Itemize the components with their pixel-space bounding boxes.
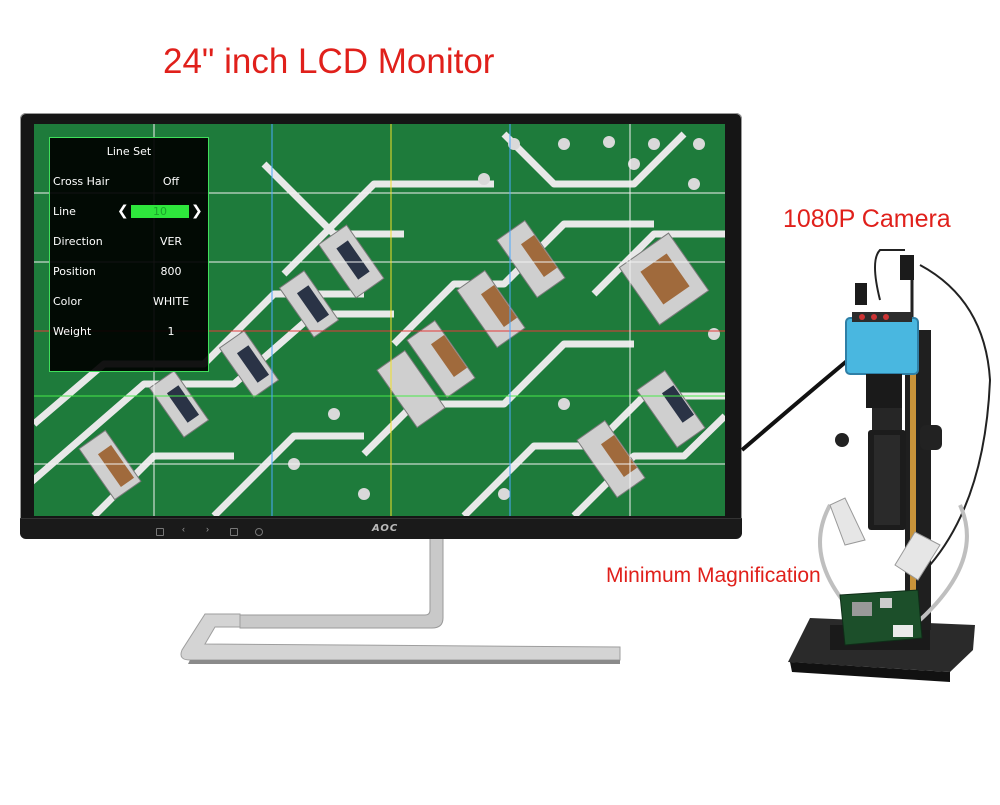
osd-label: Weight: [53, 325, 92, 338]
monitor-right-button[interactable]: ›: [206, 524, 209, 534]
monitor-menu-button[interactable]: [230, 528, 238, 536]
monitor-left-button[interactable]: ‹: [182, 524, 185, 534]
monitor-input-button[interactable]: [156, 528, 164, 536]
osd-value: 1: [167, 325, 175, 338]
osd-value: 800: [160, 265, 182, 278]
osd-label: Direction: [53, 235, 103, 248]
osd-value: VER: [159, 235, 183, 248]
osd-value: Off: [162, 175, 180, 188]
osd-row-position[interactable]: Position 800: [53, 265, 203, 281]
monitor-brand-logo: AOC: [372, 523, 399, 534]
osd-value-selected[interactable]: 10: [131, 205, 189, 218]
camera-caption: 1080P Camera: [783, 205, 951, 233]
monitor-title-caption: 24" inch LCD Monitor: [163, 42, 495, 81]
magnification-caption: Minimum Magnification: [606, 564, 821, 587]
chevron-right-icon[interactable]: ❯: [191, 203, 203, 219]
osd-title: Line Set: [106, 145, 152, 158]
osd-row-direction[interactable]: Direction VER: [53, 235, 203, 251]
osd-row-line[interactable]: Line ❮ 10 ❯: [53, 203, 203, 221]
osd-label: Cross Hair: [53, 175, 110, 188]
osd-row-cross-hair[interactable]: Cross Hair Off: [53, 175, 203, 191]
osd-row-color[interactable]: Color WHITE: [53, 295, 203, 311]
osd-label: Color: [53, 295, 82, 308]
osd-row-weight[interactable]: Weight 1: [53, 325, 203, 341]
line-set-osd-menu: Line Set Cross Hair Off Line ❮ 10 ❯ Dire…: [49, 137, 209, 372]
chevron-left-icon[interactable]: ❮: [117, 203, 129, 219]
osd-value: WHITE: [152, 295, 190, 308]
monitor-power-button[interactable]: [255, 528, 263, 536]
osd-label: Position: [53, 265, 96, 278]
monitor-bezel: [20, 518, 742, 539]
osd-label: Line: [53, 205, 76, 218]
